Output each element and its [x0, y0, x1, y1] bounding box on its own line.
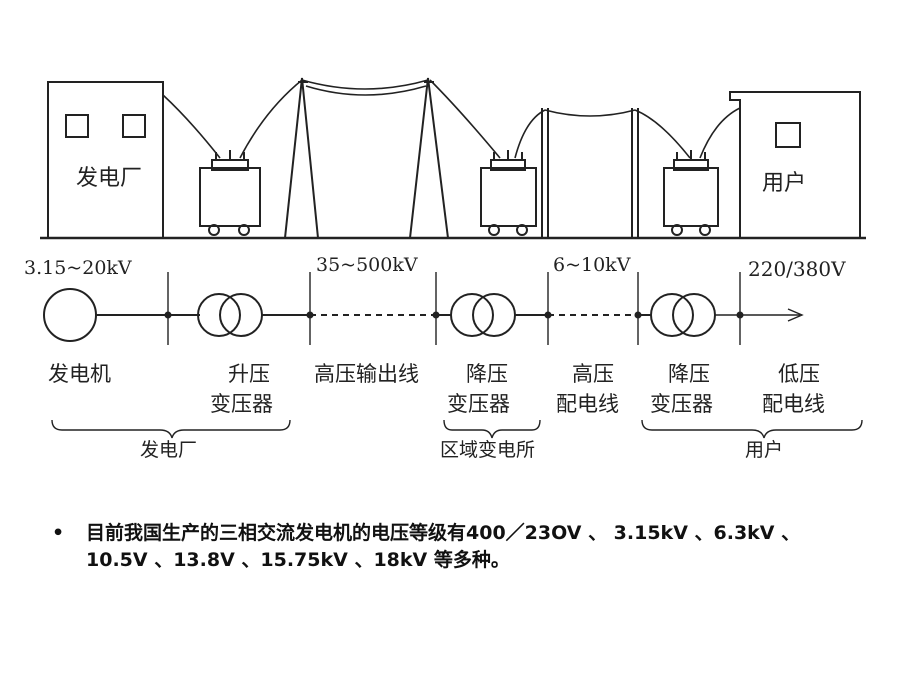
- junction-dots: [164, 311, 744, 319]
- voltage-transmission: 35~500kV: [316, 254, 418, 276]
- lv-dist-label-line2: 配电线: [762, 392, 825, 416]
- hv-line-label: 高压输出线: [314, 362, 419, 386]
- hv-dist-label-line1: 高压: [572, 362, 614, 386]
- consumer-transformer-unit: [663, 150, 719, 236]
- step-down-transformer-1-symbol: [450, 293, 494, 337]
- lv-dist-label-line1: 低压: [778, 362, 820, 386]
- group-power-plant: 发电厂: [140, 439, 197, 461]
- step-up-transformer-unit: [199, 150, 261, 236]
- bullet-point: • 目前我国生产的三相交流发电机的电压等级有400／23OV 、 3.15kV …: [52, 520, 852, 574]
- power-plant-building: [47, 81, 164, 238]
- overhead-wires: [162, 79, 741, 159]
- group-substation: 区域变电所: [440, 439, 535, 461]
- bullet-text: 目前我国生产的三相交流发电机的电压等级有400／23OV 、 3.15kV 、6…: [86, 522, 801, 571]
- step-down-transformer-2-symbol: [650, 293, 694, 337]
- schematic-line: [43, 288, 804, 342]
- voltage-distribution-lv: 220/380V: [748, 257, 846, 281]
- user-building: [729, 91, 861, 238]
- power-plant-label: 发电厂: [76, 166, 142, 191]
- hv-dist-label-line2: 配电线: [556, 392, 619, 416]
- substation-transformer-unit: [480, 150, 537, 236]
- boundary-ticks: [167, 272, 741, 345]
- group-consumer: 用户: [745, 439, 783, 461]
- voltage-distribution-hv: 6~10kV: [553, 254, 631, 276]
- step-down-2-label-line1: 降压: [668, 362, 710, 386]
- step-down-1-label-line1: 降压: [466, 362, 508, 386]
- step-up-label-line2: 变压器: [210, 392, 273, 416]
- bullet-marker: •: [52, 522, 65, 544]
- step-up-label-line1: 升压: [228, 362, 270, 386]
- step-up-transformer-symbol: [197, 293, 241, 337]
- user-label: 用户: [762, 171, 806, 196]
- step-down-2-label-line2: 变压器: [650, 392, 713, 416]
- group-braces: [51, 419, 863, 439]
- voltage-generator: 3.15~20kV: [24, 257, 132, 279]
- power-system-diagram: 发电厂 用户 3.15~20kV 35~500kV 6~10kV 220/380…: [24, 77, 866, 461]
- transmission-pylons: [284, 77, 639, 239]
- generator-label: 发电机: [48, 362, 111, 386]
- step-down-1-label-line2: 变压器: [447, 392, 510, 416]
- generator-symbol: [43, 288, 97, 342]
